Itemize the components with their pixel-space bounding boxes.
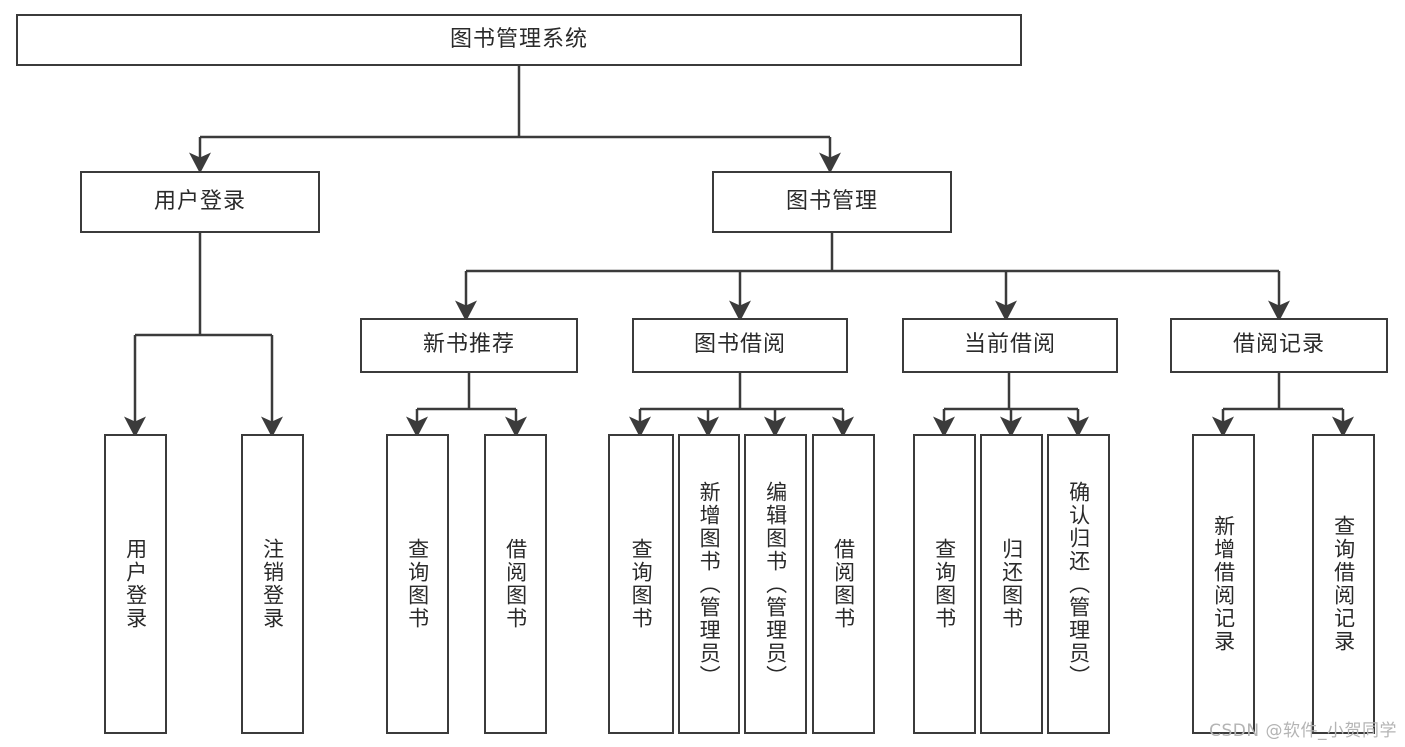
node-leaf-user-login-label: 用户登录 [123, 538, 148, 630]
node-book-borrow-label: 图书借阅 [693, 332, 786, 358]
node-new-book-recommend[interactable]: 新书推荐 [360, 318, 578, 373]
node-leaf-query-book-recommend[interactable]: 查询图书 [386, 434, 449, 734]
node-leaf-add-book-admin-label: 新增图书（管理员） [697, 480, 722, 688]
node-root[interactable]: 图书管理系统 [16, 14, 1022, 66]
node-book-management-label: 图书管理 [785, 188, 878, 214]
node-leaf-logout-label: 注销登录 [260, 538, 285, 630]
node-leaf-query-book-borrow[interactable]: 查询图书 [608, 434, 674, 734]
node-leaf-logout[interactable]: 注销登录 [241, 434, 304, 734]
node-leaf-edit-book-admin-label: 编辑图书（管理员） [763, 480, 788, 688]
node-book-management[interactable]: 图书管理 [712, 171, 952, 233]
node-leaf-borrow-book-recommend-label: 借阅图书 [503, 538, 528, 630]
node-leaf-query-book-current[interactable]: 查询图书 [913, 434, 976, 734]
node-leaf-edit-book-admin[interactable]: 编辑图书（管理员） [744, 434, 807, 734]
node-book-borrow[interactable]: 图书借阅 [632, 318, 848, 373]
node-leaf-add-borrow-record-label: 新增借阅记录 [1211, 515, 1236, 653]
node-leaf-add-borrow-record[interactable]: 新增借阅记录 [1192, 434, 1255, 734]
node-leaf-query-book-current-label: 查询图书 [932, 538, 957, 630]
node-current-borrow[interactable]: 当前借阅 [902, 318, 1118, 373]
node-leaf-borrow-book[interactable]: 借阅图书 [812, 434, 875, 734]
node-leaf-return-book-label: 归还图书 [999, 538, 1024, 630]
node-leaf-query-book-recommend-label: 查询图书 [405, 538, 430, 630]
node-leaf-add-book-admin[interactable]: 新增图书（管理员） [678, 434, 740, 734]
node-leaf-query-borrow-record[interactable]: 查询借阅记录 [1312, 434, 1375, 734]
node-borrow-record-label: 借阅记录 [1232, 332, 1325, 358]
node-leaf-user-login[interactable]: 用户登录 [104, 434, 167, 734]
node-user-login-label: 用户登录 [153, 188, 246, 214]
node-current-borrow-label: 当前借阅 [963, 332, 1056, 358]
node-user-login[interactable]: 用户登录 [80, 171, 320, 233]
node-leaf-borrow-book-recommend[interactable]: 借阅图书 [484, 434, 547, 734]
node-root-label: 图书管理系统 [449, 26, 588, 52]
node-leaf-confirm-return-admin-label: 确认归还（管理员） [1066, 480, 1091, 688]
node-new-book-recommend-label: 新书推荐 [422, 332, 515, 358]
node-leaf-borrow-book-label: 借阅图书 [831, 538, 856, 630]
csdn-watermark: CSDN @软件_小贺同学 [1209, 721, 1397, 741]
node-leaf-query-book-borrow-label: 查询图书 [629, 538, 654, 630]
node-leaf-query-borrow-record-label: 查询借阅记录 [1331, 515, 1356, 653]
node-leaf-confirm-return-admin[interactable]: 确认归还（管理员） [1047, 434, 1110, 734]
node-borrow-record[interactable]: 借阅记录 [1170, 318, 1388, 373]
node-leaf-return-book[interactable]: 归还图书 [980, 434, 1043, 734]
